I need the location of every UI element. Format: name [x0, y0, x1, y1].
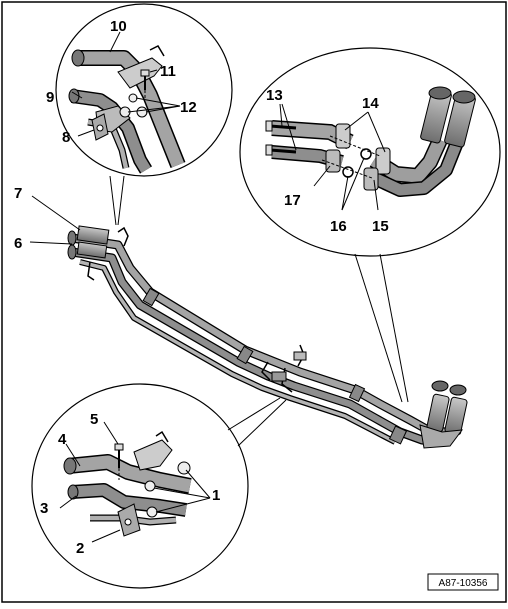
- tailpipes: [419, 380, 468, 449]
- detail-circle-center-clamp: [31, 383, 287, 589]
- callout-labels: 10 11 9 12 8 13 14 17 16 15 7 6 5 4 1 3 …: [14, 18, 389, 557]
- callout-3: 3: [40, 500, 48, 517]
- detail-circle-rear-joint: [239, 47, 501, 403]
- callout-15: 15: [372, 218, 389, 235]
- reference-code: A87-10356: [439, 578, 488, 589]
- callout-6: 6: [14, 235, 22, 252]
- callout-13: 13: [266, 87, 283, 104]
- callout-2: 2: [76, 540, 84, 557]
- callout-10: 10: [110, 18, 127, 35]
- callout-5: 5: [90, 411, 98, 428]
- callout-16: 16: [330, 218, 347, 235]
- callout-7: 7: [14, 185, 22, 202]
- callout-17: 17: [284, 192, 301, 209]
- main-exhaust-pipes: [67, 225, 468, 449]
- callout-14: 14: [362, 95, 379, 112]
- callout-9: 9: [46, 89, 54, 106]
- detail-circle-front-clamp: [55, 3, 233, 226]
- callout-11: 11: [160, 63, 176, 80]
- leader-6: [29, 241, 73, 245]
- leader-7: [31, 195, 81, 231]
- callout-12: 12: [180, 99, 197, 116]
- callout-1: 1: [212, 487, 220, 504]
- callout-4: 4: [58, 431, 67, 448]
- reference-code-box: A87-10356: [427, 573, 499, 591]
- callout-8: 8: [62, 129, 70, 146]
